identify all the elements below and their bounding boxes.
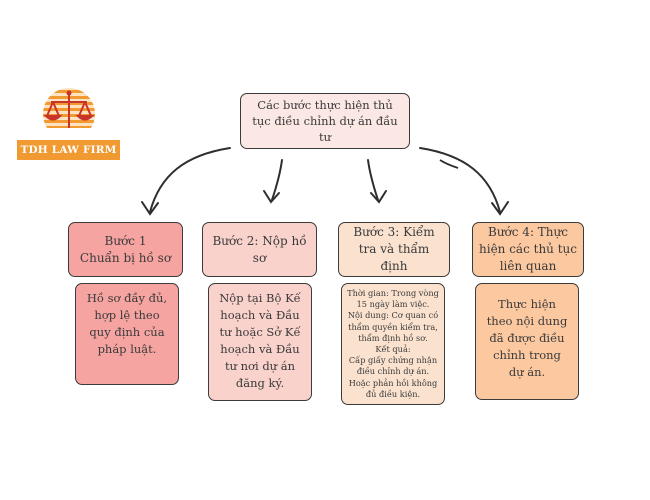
step-3-title-text: Bước 3: Kiểm tra và thẩm định [353, 225, 435, 273]
step-2-detail: Nộp tại Bộ Kế hoạch và Đầu tư hoặc Sở Kế… [208, 283, 312, 401]
arrow-to-step-1 [149, 147, 231, 213]
arrow-to-step-2 [271, 159, 283, 201]
step-4-title-text: Bước 4: Thực hiện các thủ tục liên quan [479, 225, 577, 273]
step-4-detail-text: Thực hiện theo nội dung đã được điều chỉ… [486, 297, 568, 379]
step-3-title: Bước 3: Kiểm tra và thẩm định [338, 222, 450, 277]
diagram-title: Các bước thực hiện thủ tục điều chỉnh dự… [240, 93, 410, 149]
step-1-detail: Hồ sơ đầy đủ, hợp lệ theo quy định của p… [75, 283, 179, 385]
step-2-title: Bước 2: Nộp hồ sơ [202, 222, 317, 277]
step-1-title: Bước 1 Chuẩn bị hồ sơ [68, 222, 183, 277]
logo: TDH LAW FIRM [17, 82, 120, 162]
step-1-title-text: Bước 1 Chuẩn bị hồ sơ [79, 233, 172, 265]
logo-text: TDH LAW FIRM [17, 140, 120, 160]
step-3-detail: Thời gian: Trong vòng 15 ngày làm việc. … [341, 283, 445, 405]
scales-of-justice-icon [17, 88, 120, 140]
arrow-to-step-4 [419, 147, 501, 213]
step-3-detail-text: Thời gian: Trong vòng 15 ngày làm việc. … [347, 287, 439, 399]
step-2-title-text: Bước 2: Nộp hồ sơ [212, 233, 307, 265]
step-1-detail-text: Hồ sơ đầy đủ, hợp lệ theo quy định của p… [86, 291, 168, 356]
arrow-to-step-3 [367, 159, 379, 201]
step-2-detail-text: Nộp tại Bộ Kế hoạch và Đầu tư hoặc Sở Kế… [219, 291, 301, 390]
step-4-detail: Thực hiện theo nội dung đã được điều chỉ… [475, 283, 579, 400]
step-4-title: Bước 4: Thực hiện các thủ tục liên quan [472, 222, 584, 277]
